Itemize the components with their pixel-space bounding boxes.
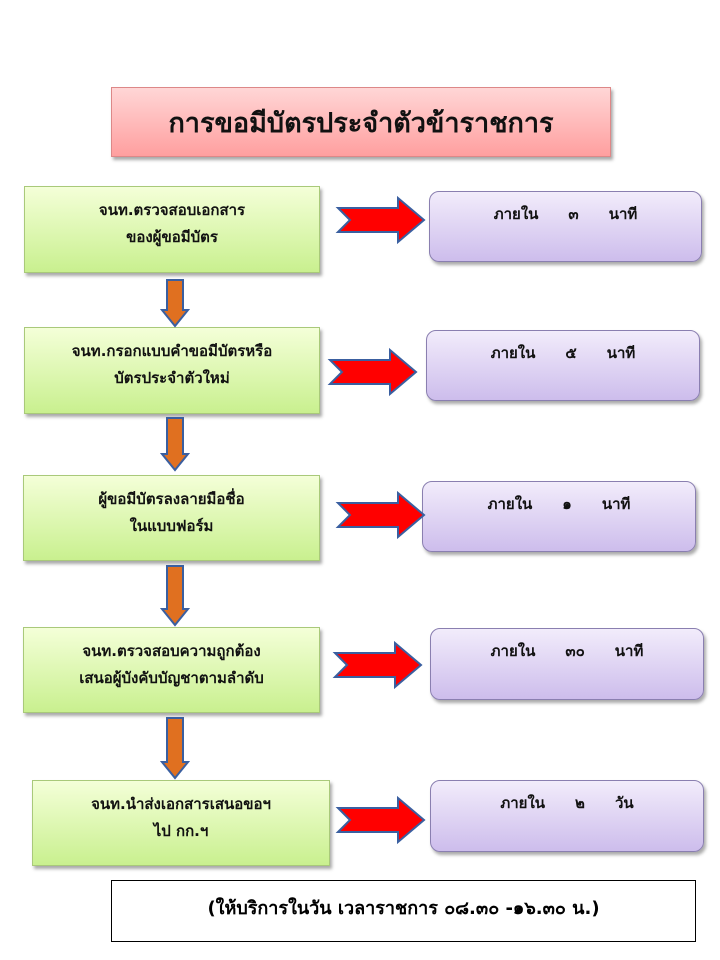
down-arrow-icon: [159, 279, 191, 328]
duration-box: ภายใน ๕ นาที: [426, 330, 700, 401]
duration-box: ภายใน ๒ วัน: [430, 780, 704, 852]
step-box: จนท.กรอกแบบคำขอมีบัตรหรือ บัตรประจำตัวให…: [24, 327, 320, 414]
duration-unit: นาที: [606, 344, 636, 362]
down-arrow-icon: [159, 417, 191, 472]
duration-unit: วัน: [614, 794, 634, 812]
right-arrow-icon: [327, 347, 418, 397]
step-text-line2: บัตรประจำตัวใหม่: [114, 369, 230, 387]
duration-unit: นาที: [614, 642, 644, 660]
duration-amount: ๓: [568, 205, 579, 223]
step-text-line2: ของผู้ขอมีบัตร: [126, 228, 218, 246]
right-arrow-icon: [335, 795, 426, 845]
service-hours-note: (ให้บริการในวัน เวลาราชการ ๐๘.๓๐ -๑๖.๓๐ …: [111, 880, 696, 942]
step-text-line1: จนท.กรอกแบบคำขอมีบัตรหรือ: [71, 342, 273, 360]
step-text-line2: เสนอผู้บังคับบัญชาตามลำดับ: [79, 669, 264, 687]
step-box: จนท.นำส่งเอกสารเสนอขอฯ ไป กก.ฯ: [32, 780, 330, 866]
step-text-line1: จนท.ตรวจสอบความถูกต้อง: [82, 642, 261, 660]
step-box: ผู้ขอมีบัตรลงลายมือชื่อ ในแบบฟอร์ม: [23, 475, 320, 561]
step-text-line2: ไป กก.ฯ: [153, 822, 209, 840]
right-arrow-icon: [335, 490, 426, 540]
duration-amount: ๑: [562, 495, 572, 513]
duration-unit: นาที: [608, 205, 638, 223]
step-box: จนท.ตรวจสอบเอกสาร ของผู้ขอมีบัตร: [24, 186, 320, 273]
step-box: จนท.ตรวจสอบความถูกต้อง เสนอผู้บังคับบัญช…: [23, 627, 320, 713]
right-arrow-icon: [332, 640, 423, 690]
step-text-line1: ผู้ขอมีบัตรลงลายมือชื่อ: [98, 490, 245, 508]
duration-within: ภายใน: [487, 495, 533, 513]
right-arrow-icon: [335, 195, 426, 245]
duration-unit: นาที: [601, 495, 631, 513]
duration-box: ภายใน ๓๐ นาที: [430, 628, 704, 700]
duration-amount: ๓๐: [565, 642, 585, 660]
page-title: การขอมีบัตรประจำตัวข้าราชการ: [111, 87, 611, 157]
down-arrow-icon: [159, 565, 191, 627]
duration-within: ภายใน: [490, 344, 536, 362]
down-arrow-icon: [159, 717, 191, 780]
duration-amount: ๒: [575, 794, 585, 812]
duration-within: ภายใน: [490, 642, 536, 660]
step-text-line1: จนท.นำส่งเอกสารเสนอขอฯ: [91, 795, 271, 813]
step-text-line2: ในแบบฟอร์ม: [129, 517, 214, 535]
duration-within: ภายใน: [500, 794, 546, 812]
duration-amount: ๕: [565, 344, 577, 362]
duration-box: ภายใน ๓ นาที: [429, 191, 702, 262]
duration-within: ภายใน: [493, 205, 539, 223]
step-text-line1: จนท.ตรวจสอบเอกสาร: [98, 201, 246, 219]
